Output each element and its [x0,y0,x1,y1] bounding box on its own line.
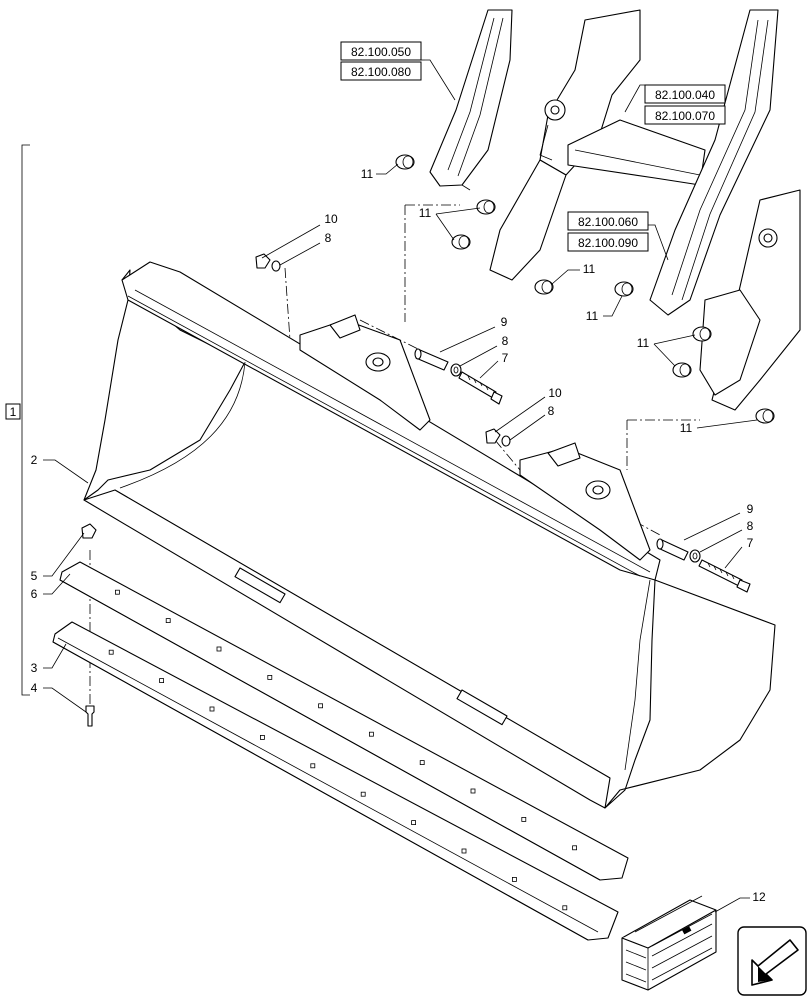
loader-arm-center [489,9,641,281]
washer-8-upper-small [271,260,281,272]
bushing-11-a [395,154,415,170]
bushing-11-f [692,326,712,342]
bolt-hole [562,905,568,911]
bushing-11-h [755,408,775,424]
ref-82-100-070: 82.100.070 [655,109,715,123]
bolt-hole [267,675,273,680]
bolt-hole [461,848,467,854]
callout-labels: 1 2 5 6 3 4 10 8 11 11 11 11 11 11 9 8 7… [10,167,766,904]
callout-12: 12 [752,890,766,904]
callout-10-lower: 10 [548,386,562,400]
previous-page-icon[interactable] [737,926,807,996]
ref-82-100-040: 82.100.040 [655,88,715,102]
bolt-7-upper [458,371,503,405]
bolt-hole [259,735,265,740]
bolt-hole [159,678,165,683]
pin-9-lower [656,538,689,561]
callout-8-lower-b: 8 [747,519,754,533]
callout-11-c: 11 [583,262,596,276]
bolt-7-lower [698,559,751,593]
bolt-hole [572,845,577,851]
callout-6: 6 [31,587,38,601]
ref-box-040-070[interactable]: 82.100.040 82.100.070 [644,84,726,125]
bushing-11-e [614,281,634,297]
bolt-hole [411,820,417,825]
bolt-hole [368,731,374,737]
bushing-11-d [534,279,554,295]
callout-7-lower: 7 [747,536,754,550]
bushing-11-b [476,199,496,215]
washer-8-lower [689,549,701,563]
bolt-hole [165,618,171,623]
nut-10-lower [485,428,501,444]
callout-3: 3 [31,661,38,675]
ref-82-100-060: 82.100.060 [578,215,638,229]
callout-11-d: 11 [586,309,599,323]
holes-strip-6 [115,589,577,851]
bucket [83,261,776,809]
callout-11-a: 11 [361,167,374,181]
bolt-hole [318,703,324,709]
callout-11-e: 11 [637,336,650,350]
callout-10-upper: 10 [324,212,338,226]
callout-8-lower: 8 [548,404,555,418]
ref-box-050-080[interactable]: 82.100.050 82.100.080 [340,41,425,81]
nut-5 [81,523,97,539]
bushings [395,154,775,424]
callout-11-f: 11 [680,421,693,435]
assembly-bracket [5,144,30,696]
bolt-hole [216,646,222,652]
callout-4: 4 [31,681,38,695]
bolt-hole [108,649,114,655]
bushing-11-c [451,234,471,250]
washer-8-lower-small [501,435,511,447]
ref-box-060-090[interactable]: 82.100.060 82.100.090 [567,211,649,252]
callout-9-lower: 9 [747,502,754,516]
washer-8-upper [450,363,462,377]
bolt-hole [521,817,527,822]
callout-8-mid: 8 [502,334,509,348]
cutting-edge-6 [59,561,629,881]
ref-82-100-080: 82.100.080 [351,65,411,79]
bolt-hole [512,877,517,882]
bolt-hole [115,589,120,595]
callout-7-upper: 7 [502,351,509,365]
ref-82-100-050: 82.100.050 [351,45,411,59]
callout-9-upper: 9 [501,315,508,329]
bushing-11-g [672,362,692,378]
cutting-edge-3 [52,621,619,941]
bolt-hole [360,791,366,797]
linkage-right [699,289,761,396]
callout-2: 2 [31,453,38,467]
ref-82-100-090: 82.100.090 [578,236,638,250]
callout-11-b: 11 [419,206,432,220]
bolt-hole [310,763,316,769]
crate-12 [621,895,717,991]
mounting-bracket-left [299,314,431,431]
callout-1: 1 [10,405,17,419]
pin-9-upper [414,348,449,371]
nut-10-upper [255,253,271,269]
holes-strip-3 [108,649,568,911]
bolt-hole [209,706,215,712]
leader-lines [43,59,758,913]
callout-5: 5 [31,569,38,583]
bolt-hole [470,788,476,794]
loader-arm-left [429,9,513,191]
callout-8-upper: 8 [325,231,332,245]
bolt-hole [419,760,425,765]
mounting-bracket-right [519,442,651,561]
bolt-4 [85,705,95,727]
